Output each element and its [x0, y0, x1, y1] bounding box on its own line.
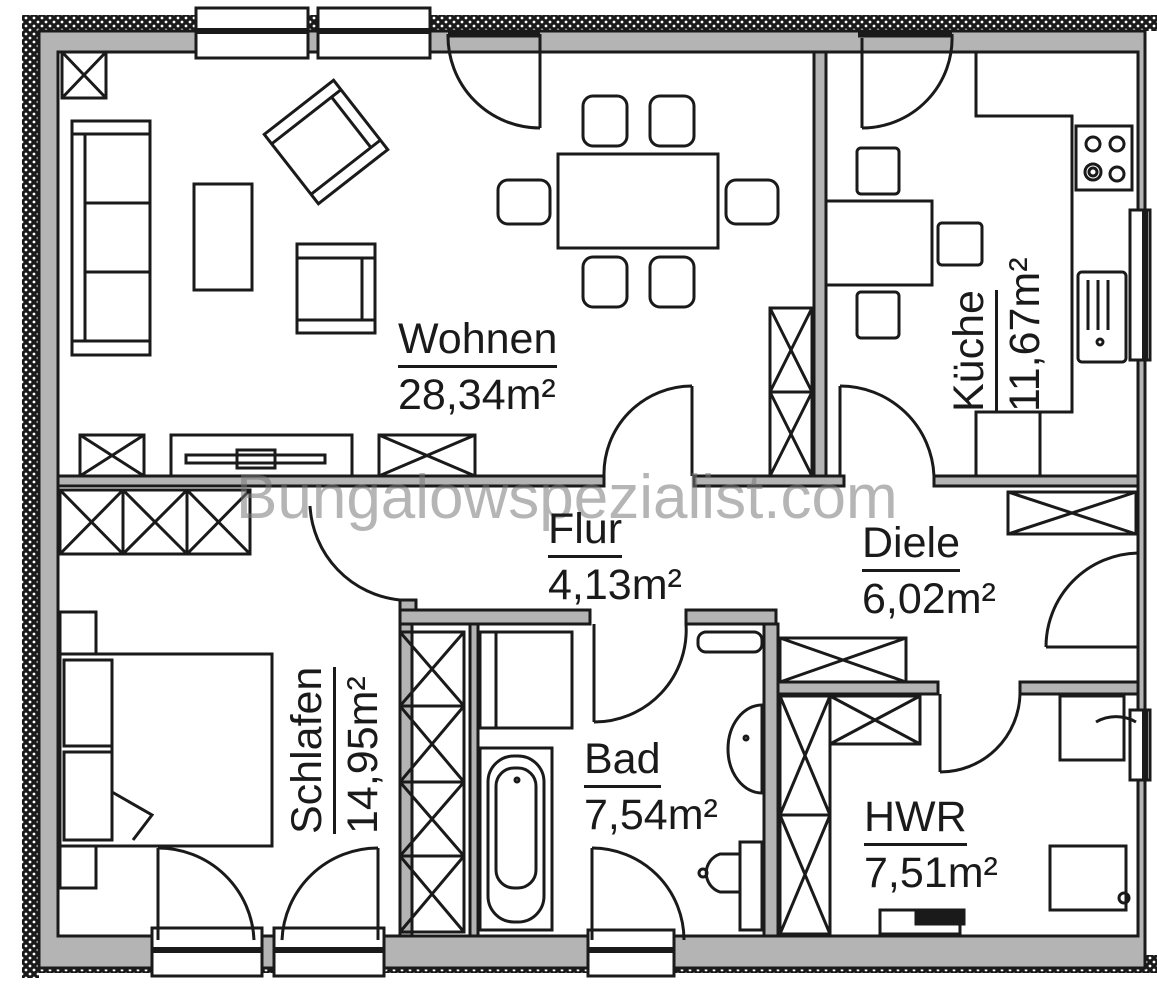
room-area: 7,51m²: [864, 849, 998, 897]
room-label-flur: Flur 4,13m²: [548, 508, 682, 607]
doors: [156, 30, 1139, 941]
sink-icon: [1076, 270, 1128, 364]
room-label-schlafen: Schlafen 14,95m²: [283, 666, 387, 834]
room-area: 7,54m²: [584, 791, 718, 839]
furniture: [58, 50, 1138, 936]
bathtub-icon: [478, 746, 554, 932]
cabinet-right-icon: [377, 433, 477, 478]
room-label-diele: Diele 6,02m²: [862, 522, 996, 621]
dining-chairs-icon: [496, 94, 780, 309]
double-bed-icon: [58, 652, 274, 848]
room-name: Diele: [862, 522, 960, 572]
room-area: 11,67m²: [1001, 257, 1049, 412]
washbasin-icon: [726, 703, 764, 795]
wardrobe-tall-icon: [768, 306, 814, 478]
room-label-kueche: Küche 11,67m²: [945, 257, 1049, 412]
room-name: Bad: [584, 738, 661, 788]
coffee-table-icon: [192, 182, 254, 292]
chimney-icon: [60, 50, 108, 100]
towel-radiator-icon: [696, 630, 764, 654]
cabinet-left-icon: [78, 433, 146, 478]
schlafen-wardrobe-icon: [398, 630, 466, 934]
armchair-icon: [295, 242, 377, 335]
room-label-bad: Bad 7,54m²: [584, 738, 718, 837]
room-name: HWR: [864, 796, 967, 846]
room-name: Küche: [945, 290, 998, 412]
cooktop-icon: [1074, 124, 1134, 192]
sofa-icon: [70, 119, 152, 357]
room-name: Schlafen: [283, 666, 336, 834]
diele-wardrobe-icon: [1006, 490, 1138, 536]
shower-icon: [478, 630, 574, 730]
windows: [150, 6, 1152, 978]
tv-sideboard-icon: [169, 433, 354, 478]
flur-wardrobe-icon: [58, 488, 252, 556]
armchair-rotated-icon: [262, 78, 390, 206]
outer-walls: [37, 29, 1147, 970]
kitchen-table-icon: [824, 146, 984, 340]
room-name: Flur: [548, 508, 623, 558]
room-area: 6,02m²: [862, 575, 996, 623]
toilet-icon: [697, 840, 764, 932]
room-name: Wohnen: [398, 318, 558, 368]
washing-machine-icon: [1058, 694, 1137, 762]
kitchen-counter-icon: [974, 52, 1074, 478]
boiler-icon: [1048, 844, 1131, 912]
room-area: 28,34m²: [398, 371, 556, 419]
dining-table-icon: [556, 152, 720, 250]
hwr-shelf-icon: [778, 636, 922, 936]
room-label-wohnen: Wohnen 28,34m²: [398, 318, 558, 419]
utility-outlet-icon: [878, 908, 966, 936]
room-area: 14,95m²: [339, 676, 387, 834]
nightstand-icon: [58, 610, 98, 890]
room-label-hwr: HWR 7,51m²: [864, 796, 998, 895]
room-area: 4,13m²: [548, 561, 682, 609]
